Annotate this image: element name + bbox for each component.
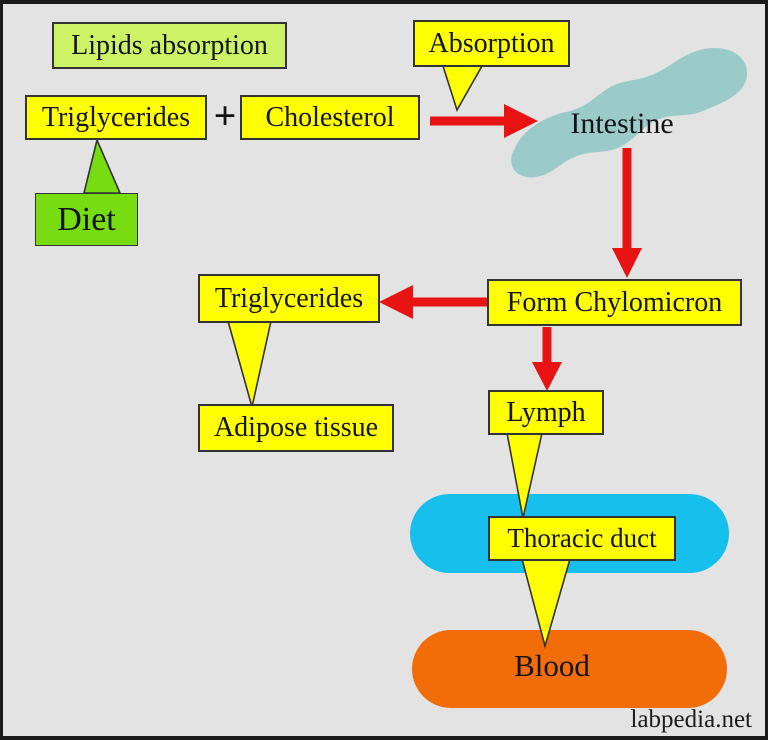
arrow-intestine-to-chylomicron [612, 148, 642, 278]
arrow-chylomicron-to-triglycerides [379, 285, 487, 319]
node-triglycerides-stored: Triglycerides [198, 274, 380, 323]
arrow-cholesterol-to-intestine [430, 104, 538, 138]
node-diet-callout: Diet [35, 193, 138, 246]
blood-vessel-shape [412, 630, 727, 708]
intestine-blob-shape [511, 48, 748, 178]
node-triglycerides-diet: Triglycerides [25, 95, 207, 140]
arrow-chylomicron-to-lymph [532, 327, 562, 391]
node-lymph: Lymph [488, 390, 604, 435]
lymph-callout-tail [506, 432, 543, 519]
node-absorption-callout: Absorption [413, 20, 570, 67]
adipose-callout-tail [226, 320, 272, 408]
node-cholesterol: Cholesterol [240, 95, 420, 140]
absorption-callout-tail [441, 65, 484, 112]
diet-callout-tail [82, 137, 122, 194]
node-lipids-absorption: Lipids absorption [52, 22, 287, 69]
node-blood-label: Blood [514, 647, 590, 683]
node-adipose-tissue: Adipose tissue [198, 404, 394, 452]
watermark-labpedia: labpedia.net [630, 706, 752, 733]
node-thoracic-duct: Thoracic duct [488, 516, 676, 561]
node-intestine-label: Intestine [570, 107, 674, 140]
node-form-chylomicron: Form Chylomicron [487, 279, 742, 326]
plus-operator: + [213, 93, 237, 138]
thoracic-callout-tail [520, 558, 572, 650]
